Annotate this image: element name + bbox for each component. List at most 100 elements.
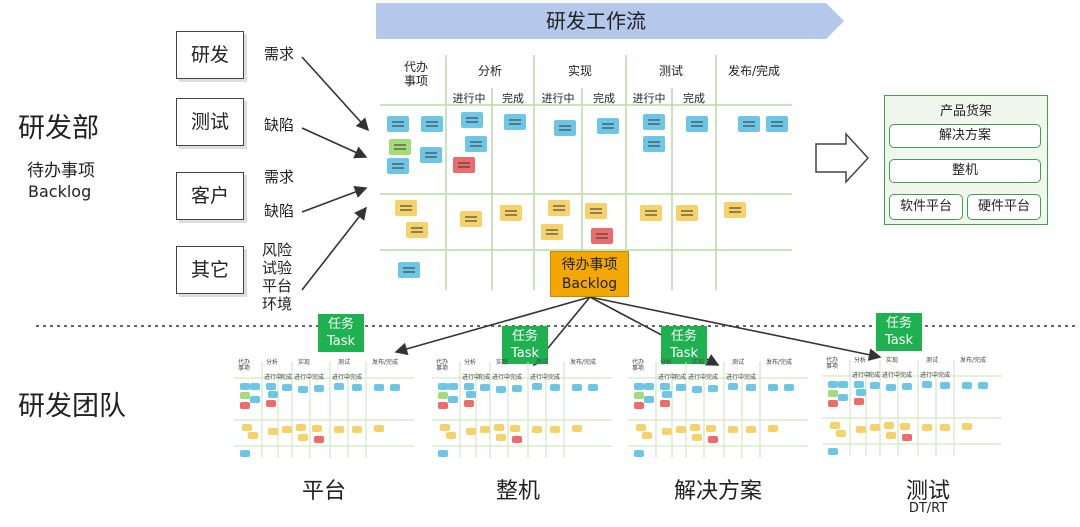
mini-sub-header: 完成 (510, 374, 523, 381)
mini-sub-header: 完成 (938, 372, 951, 379)
mini-sticky-note (706, 425, 716, 432)
mini-sticky-note (464, 383, 474, 390)
mini-sticky-note (494, 424, 504, 431)
arrow-customer-to-board (301, 185, 368, 213)
mini-sticky-note (662, 391, 672, 398)
mini-sticky-note (728, 383, 738, 390)
sticky-note-card (686, 116, 708, 132)
mini-sticky-note (692, 386, 702, 393)
mini-col-header: 代办 事项 (632, 359, 645, 372)
mini-col-header: 发布/完成 (960, 357, 987, 364)
note-environment: 环境 (262, 295, 293, 313)
mini-sticky-note (856, 389, 866, 396)
mini-sticky-note (902, 383, 912, 390)
sticky-note-card (387, 116, 409, 132)
banner-title: 研发工作流 (546, 9, 646, 33)
mini-sticky-note (512, 436, 522, 443)
mini-sticky-note (870, 382, 880, 389)
mini-sticky-note (836, 430, 846, 437)
impl-in-progress: 进行中 (541, 92, 575, 105)
arrow-to-platform (394, 296, 591, 356)
task-badge-test: 任务 Task (876, 313, 922, 351)
mini-sticky-note (746, 426, 756, 433)
team-test-label: 测试 (905, 479, 950, 504)
sticky-note-card (541, 224, 563, 240)
mini-sticky-note (282, 384, 292, 391)
mini-sticky-note (532, 383, 542, 390)
mini-col-header: 代办 事项 (826, 357, 839, 370)
mini-sub-header: 完成 (312, 374, 325, 381)
analysis-in-progress: 进行中 (452, 92, 486, 105)
mini-sticky-note (298, 386, 308, 393)
mini-sub-header: 完成 (868, 372, 881, 379)
department-backlog-cn: 待办事项 (27, 161, 95, 181)
mini-sticky-note (240, 402, 250, 409)
sticky-note-card (387, 158, 409, 174)
mini-sticky-note (352, 384, 362, 391)
sticky-note-card (643, 136, 665, 152)
sticky-note-card (738, 116, 760, 132)
mini-sticky-note (828, 381, 838, 388)
mini-col-header: 代办 事项 (436, 359, 449, 372)
sticky-note-card (585, 203, 607, 219)
mini-sticky-note (854, 381, 864, 388)
task-en: Task (510, 346, 540, 361)
col-release-header: 发布/完成 (727, 64, 781, 78)
mini-sub-header: 完成 (900, 372, 913, 379)
mini-sticky-note (314, 385, 324, 392)
task-en: Task (326, 334, 356, 349)
mini-sticky-note (464, 400, 474, 407)
mini-sticky-note (634, 383, 644, 390)
mini-sticky-note (268, 428, 278, 435)
department-backlog-en: Backlog (28, 182, 92, 201)
shelf-solution: 解决方案 (889, 124, 1041, 148)
sticky-note-card (420, 147, 442, 163)
mini-board-platform: 代办 事项分析实现测试发布/完成进行中完成进行中完成进行中完成 (234, 358, 414, 458)
mini-col-header: 测试 (338, 359, 351, 366)
mini-sticky-note (644, 396, 654, 403)
mini-col-header: 代办 事项 (238, 359, 251, 372)
task-cn: 任务 (670, 329, 697, 344)
mini-sticky-note (374, 384, 384, 391)
sticky-note-card (504, 114, 526, 130)
mini-sticky-note (446, 432, 456, 439)
col-impl-header: 实现 (567, 64, 592, 78)
mini-sticky-note (510, 425, 520, 432)
mini-sticky-note (438, 392, 448, 399)
sticky-note-card (421, 116, 443, 132)
mini-sub-header: 进行中 (882, 372, 901, 379)
sticky-note-card (460, 211, 482, 227)
mini-sticky-note (448, 396, 458, 403)
mini-sticky-note (550, 384, 560, 391)
mini-sticky-note (784, 384, 794, 391)
task-en: Task (884, 333, 914, 348)
mini-sub-header: 进行中 (688, 374, 707, 381)
note-risk: 风险 (262, 241, 293, 259)
mini-sub-header: 进行中 (332, 374, 351, 381)
mini-sticky-note (676, 426, 686, 433)
mini-sticky-note (978, 382, 988, 389)
source-other: 其它 (176, 246, 244, 294)
arrow-other-to-board (301, 206, 367, 291)
mini-sticky-note (642, 432, 652, 439)
mini-col-header: 分析 (660, 359, 673, 366)
mini-sticky-note (312, 425, 322, 432)
mini-sticky-note (746, 384, 756, 391)
mini-sub-header: 完成 (478, 374, 491, 381)
col-backlog-header: 代办 事项 (396, 60, 436, 88)
mini-sticky-note (240, 450, 250, 457)
source-test: 测试 (176, 98, 244, 146)
mini-sticky-note (242, 424, 252, 431)
mini-sticky-note (314, 436, 324, 443)
mini-sticky-note (828, 400, 838, 407)
arrow-to-test (589, 296, 882, 361)
mini-sub-header: 进行中 (264, 374, 283, 381)
shelf-hardware-platform: 硬件平台 (967, 194, 1041, 220)
mini-sticky-note (768, 384, 778, 391)
mini-sub-header: 进行中 (294, 374, 313, 381)
mini-sticky-note (690, 424, 700, 431)
sticky-note-card (406, 222, 428, 238)
mini-sticky-note (334, 383, 344, 390)
mini-sub-header: 完成 (280, 374, 293, 381)
sticky-note-card (453, 157, 475, 173)
